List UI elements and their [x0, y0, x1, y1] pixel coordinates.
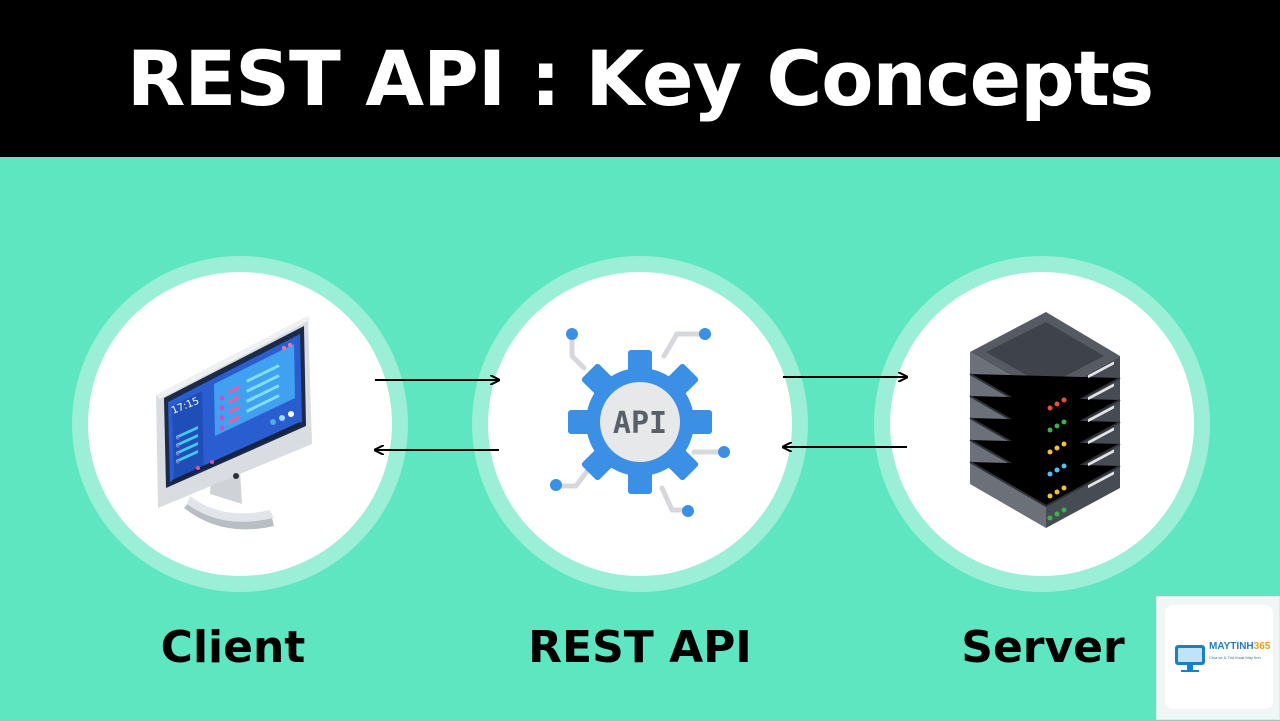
server-label: Server — [961, 622, 1125, 673]
monitor-logo-icon — [1175, 645, 1205, 672]
page-title: REST API : Key Concepts — [126, 34, 1154, 123]
client-label: Client — [160, 622, 306, 673]
brand-name: MAYTINH365 — [1209, 641, 1270, 652]
api-badge-text: API — [613, 406, 667, 441]
api-label: REST API — [528, 622, 752, 673]
brand-tagline: Chia sẻ & Thủ thuật Máy tính — [1209, 655, 1261, 660]
api-node: API — [472, 256, 808, 592]
brand-logo: MAYTINH365 Chia sẻ & Thủ thuật Máy tính — [1156, 596, 1280, 720]
client-node: 17:15 — [72, 256, 408, 592]
server-node — [874, 256, 1210, 592]
brand-name-number: 365 — [1253, 641, 1271, 652]
server-rack-icon — [969, 312, 1121, 528]
brand-name-text: MAYTINH — [1209, 641, 1254, 652]
header-bar: REST API : Key Concepts — [0, 0, 1280, 157]
desktop-computer-icon: 17:15 — [156, 316, 312, 530]
api-gear-icon: API — [550, 328, 730, 517]
